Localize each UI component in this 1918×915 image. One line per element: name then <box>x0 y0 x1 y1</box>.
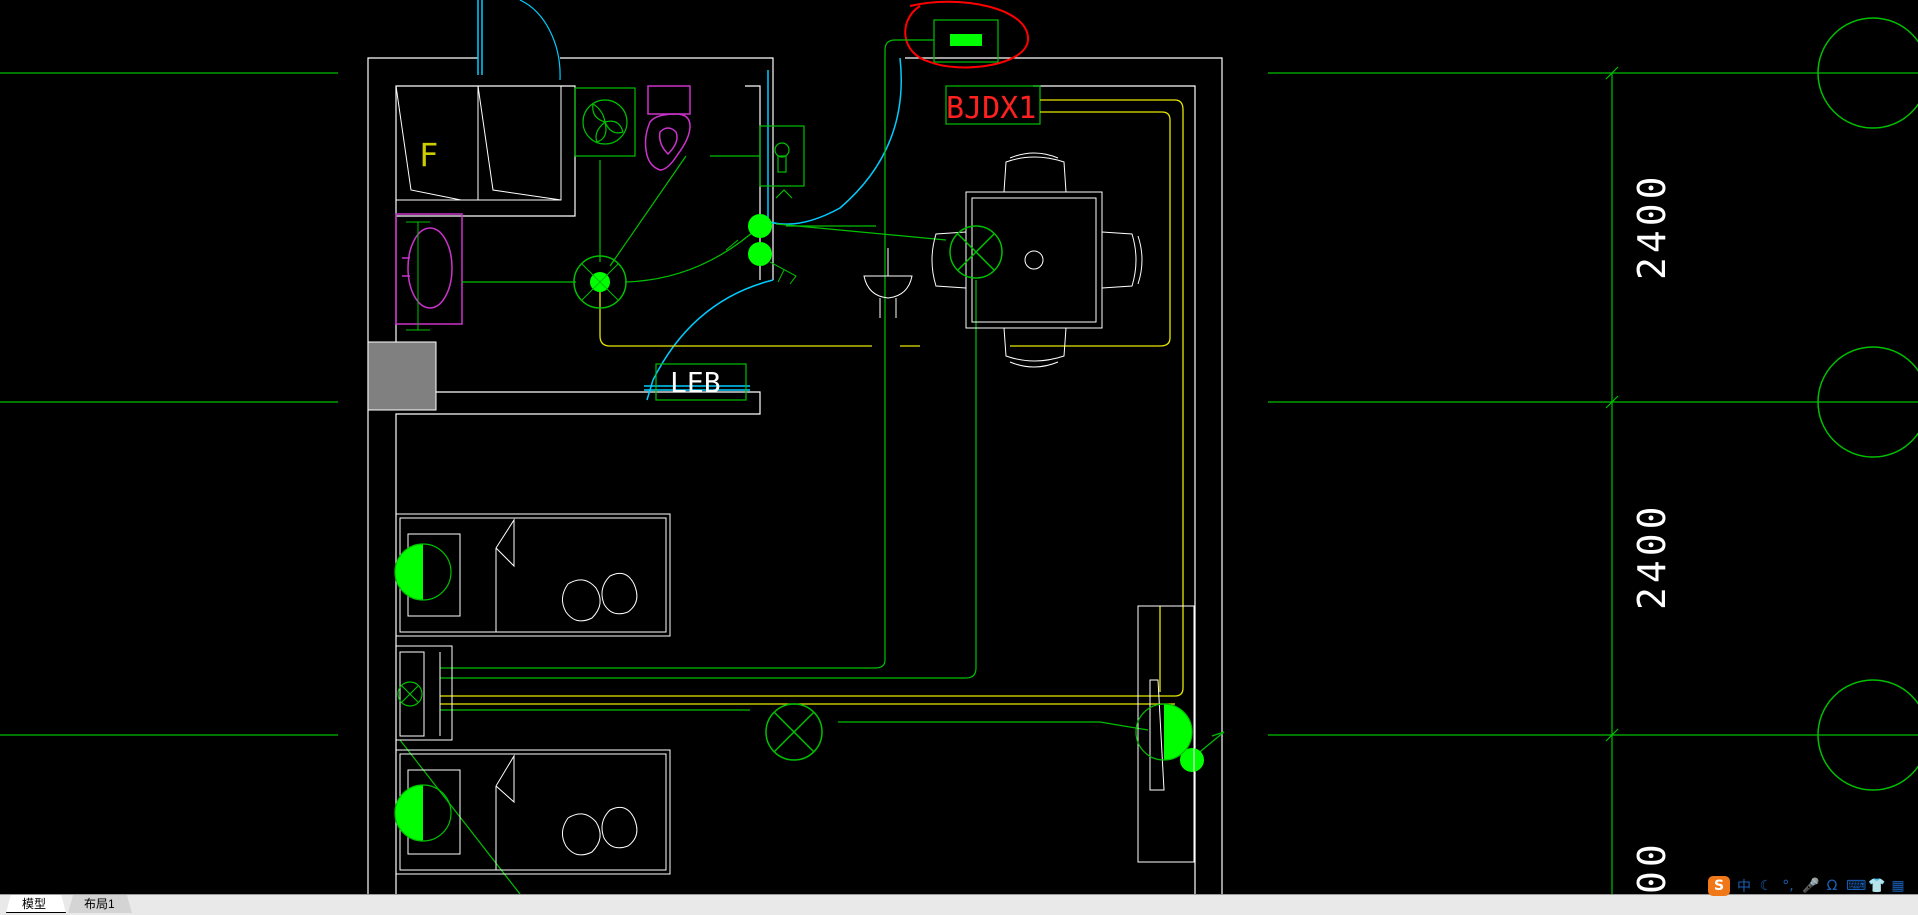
bed-top <box>395 513 671 637</box>
leb-box <box>655 363 747 401</box>
ime-toolbar: S 中 ☾ °, 🎤 Ω ⌨ 👕 ▦ <box>1708 874 1918 898</box>
switch-dots <box>748 214 1204 772</box>
room-tag-f: F <box>419 136 438 174</box>
microphone-icon[interactable]: 🎤 <box>1802 878 1820 894</box>
bed-bottom <box>395 749 671 875</box>
yellow-wiring <box>440 99 1184 705</box>
wall-lamp-bed-bottom <box>394 784 452 842</box>
wall-lamp-bed-top <box>394 543 452 601</box>
shaft-box <box>367 341 437 411</box>
card-switch-box <box>759 125 805 199</box>
shirt-icon[interactable]: 👕 <box>1868 878 1886 894</box>
wall-lamp-desk <box>1135 703 1193 761</box>
keyboard-icon[interactable]: ⌨ <box>1846 878 1867 894</box>
cad-drawing-canvas[interactable]: 2400 2400 00 F <box>0 0 1918 894</box>
dimension-text-3: 00 <box>1630 840 1674 894</box>
entry-door <box>477 0 561 81</box>
closet-fixture <box>395 85 562 201</box>
ceiling-light-bedroom <box>765 703 823 761</box>
ime-mode-toggle[interactable]: 中 <box>1737 879 1751 895</box>
walls <box>367 57 1223 894</box>
right-grid-lines <box>1268 66 1918 894</box>
switch-ticks <box>725 239 797 285</box>
bathroom-door <box>644 57 902 401</box>
wall-lamp-hall <box>863 248 913 318</box>
dimension-text-2: 2400 <box>1630 502 1674 610</box>
green-wiring <box>399 39 1225 894</box>
exhaust-fan <box>574 87 636 157</box>
sogou-logo-icon[interactable]: S <box>1708 876 1730 896</box>
washbasin-fixture <box>395 213 463 331</box>
moon-icon[interactable]: ☾ <box>1759 878 1773 894</box>
tab-layout1-label: 布局1 <box>84 897 115 911</box>
desk-cabinet <box>1137 605 1195 863</box>
grid-icon[interactable]: ▦ <box>1891 878 1905 894</box>
distribution-panel[interactable] <box>933 19 999 63</box>
toilet-fixture <box>644 85 691 171</box>
ceiling-light-bathroom <box>573 255 627 309</box>
punctuation-icon[interactable]: °, <box>1782 878 1794 894</box>
dining-table <box>931 152 1143 368</box>
left-grid-lines <box>0 72 338 736</box>
bedside-light <box>397 681 423 707</box>
layout-tab-bar: 模型 布局1 <box>0 894 1918 915</box>
pendant-light-dining <box>949 225 1003 279</box>
bjdx1-box <box>945 85 1041 125</box>
leb-label: LEB <box>670 366 721 399</box>
headset-icon[interactable]: Ω <box>1826 878 1838 894</box>
axis-bubbles <box>1817 17 1918 791</box>
tab-layout1[interactable]: 布局1 <box>68 895 132 913</box>
red-highlight-circle <box>904 0 1030 69</box>
bedside-cabinet <box>395 645 453 741</box>
tab-model[interactable]: 模型 <box>6 895 66 913</box>
tab-model-label: 模型 <box>22 897 47 911</box>
bjdx1-label: BJDX1 <box>946 91 1036 126</box>
dimension-text-1: 2400 <box>1630 172 1674 280</box>
